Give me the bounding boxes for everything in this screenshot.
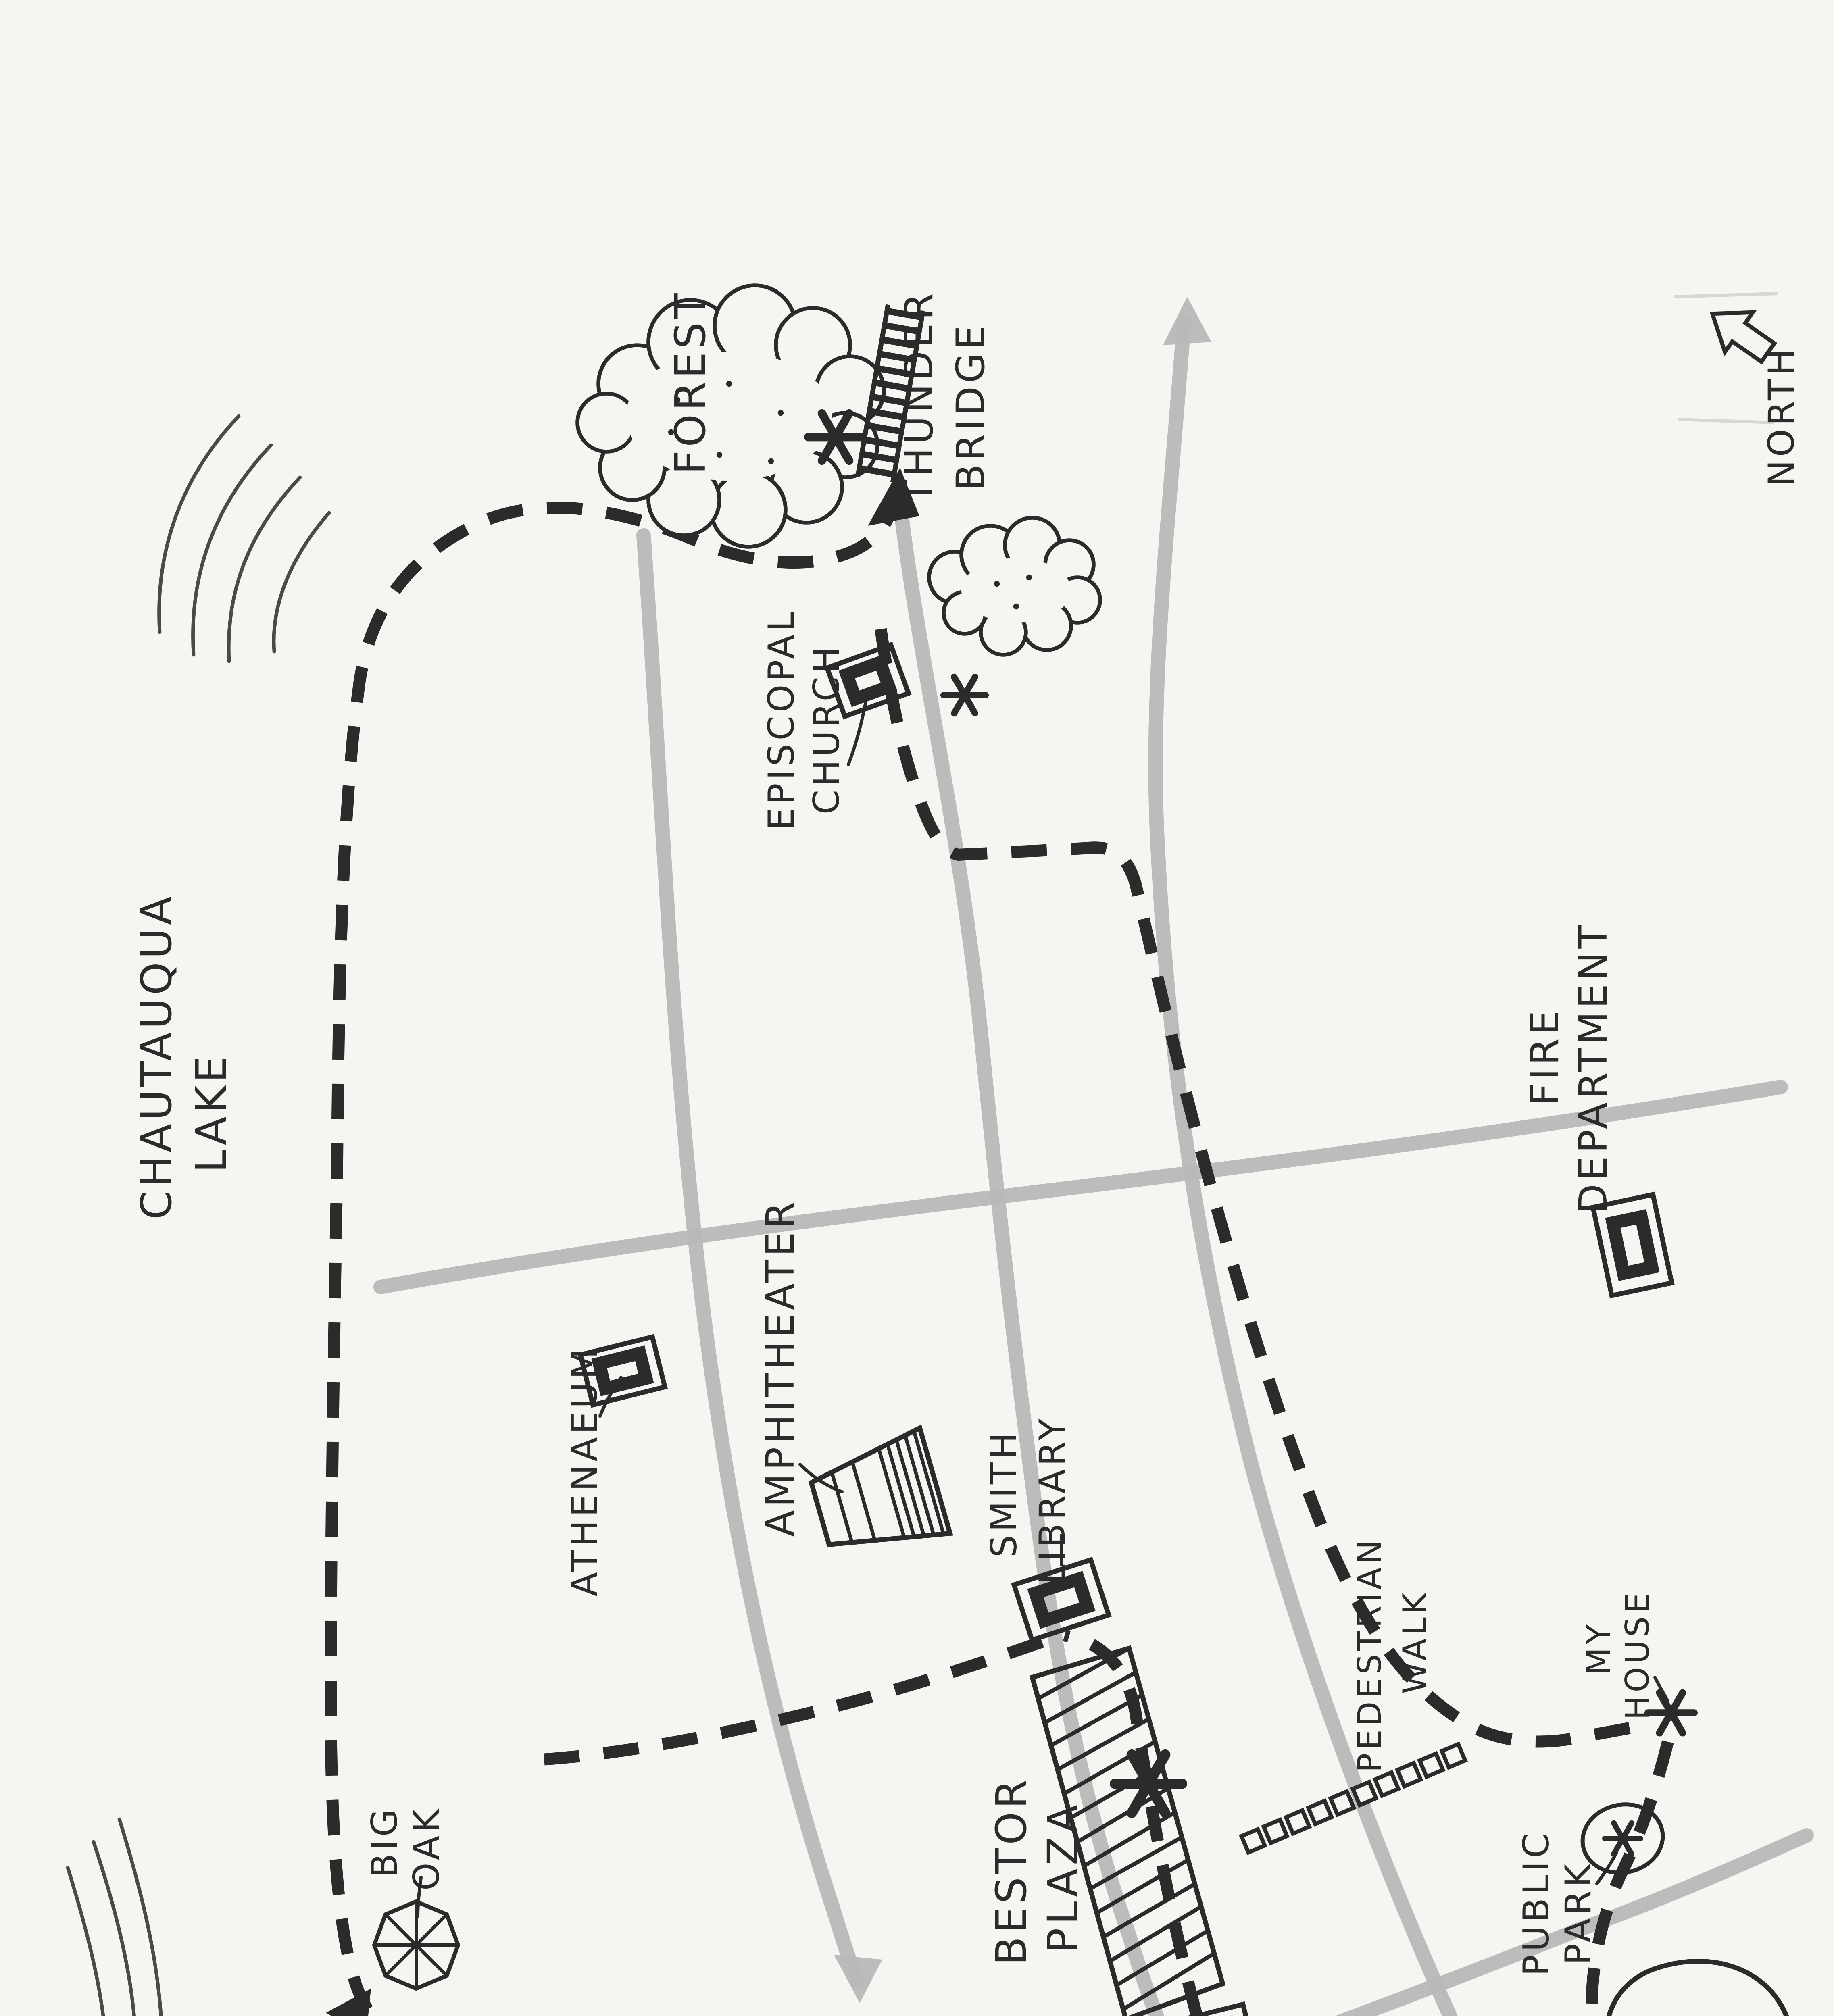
label-forest: FOREST (666, 290, 715, 474)
route-arrow-bridge-icon (868, 468, 919, 526)
label-bestor-plaza: BESTOR (987, 1776, 1036, 1966)
route-arrow-oak-icon (326, 1989, 371, 2016)
north-arrow-icon (1709, 310, 1778, 365)
thunder-bridge-icon (855, 304, 925, 483)
label-chautauqua-lake: CHAUTAUQUA (132, 893, 181, 1220)
roads (373, 297, 1814, 2016)
route-south-segment (1586, 1740, 1674, 2016)
label-pedestrian-walk: WALK (1396, 1590, 1434, 1694)
label-chautauqua-lake: LAKE (187, 1053, 236, 1173)
road-arrow-icon (1163, 297, 1211, 345)
label-bestor-plaza: PLAZA (1038, 1801, 1088, 1954)
lake-shoreline (66, 414, 331, 2016)
label-public-park: PARK (1557, 1861, 1599, 1965)
amphitheater-icon (808, 1424, 953, 1547)
road-left-vertical (636, 528, 864, 1988)
label-leader-lines (416, 698, 1669, 1918)
label-fire-department: DEPARTMENT (1571, 922, 1616, 1214)
label-fire-department: FIRE (1522, 1008, 1567, 1106)
label-pedestrian-walk: PEDESTRIAN (1351, 1537, 1388, 1772)
road-center-vertical (893, 496, 1165, 2016)
label-thunder-bridge: BRIDGE (948, 322, 993, 491)
walking-route (325, 468, 1674, 2016)
colonnade-building-icon (1152, 2001, 1261, 2016)
forest-clouds-icon (927, 516, 1102, 657)
bestor-plaza-area (1029, 1645, 1226, 2016)
pedestrian-walk-path (1239, 1741, 1468, 1855)
label-my-house: MY (1580, 1621, 1617, 1675)
road-upper-horizontal (373, 1080, 1788, 1294)
fire-department-building-icon (1590, 1191, 1675, 1299)
label-big-oak: BIG (364, 1806, 405, 1878)
rain-garden-icon (1606, 1959, 1789, 2016)
label-public-park: PUBLIC (1515, 1830, 1557, 1976)
big-oak-tree-icon (372, 1899, 461, 1991)
smith-library-building-icon (1011, 1557, 1112, 1643)
label-episcopal-church: EPISCOPAL (761, 608, 802, 830)
label-smith-library: SMITH (983, 1429, 1025, 1558)
label-thunder-bridge: THUNDER (896, 290, 942, 504)
north-compass: NORTH (1674, 292, 1802, 487)
route-mid-segment (541, 1636, 1044, 1766)
public-park-icon (1580, 1802, 1665, 1875)
label-smith-library: LIBRARY (1032, 1416, 1073, 1584)
route-west-segment (325, 502, 896, 2013)
label-my-house: HOUSE (1619, 1589, 1656, 1720)
route-east-segment (875, 628, 1643, 1748)
label-amphitheater: AMPHITHEATER (758, 1199, 803, 1537)
label-athenaeum: ATHENAEUM (564, 1345, 605, 1597)
label-big-oak: OAK (406, 1806, 447, 1891)
road-right-loop (1148, 315, 1458, 2016)
label-episcopal-church: CHURCH (806, 644, 847, 814)
road-arrow-icon (834, 1955, 882, 2003)
episcopal-church-building-icon (824, 641, 912, 720)
athenaeum-building-icon (577, 1334, 668, 1408)
route-plaza-segment (1063, 1629, 1203, 2016)
label-north: NORTH (1761, 346, 1802, 487)
road-lower-horizontal (1335, 1828, 1814, 2016)
